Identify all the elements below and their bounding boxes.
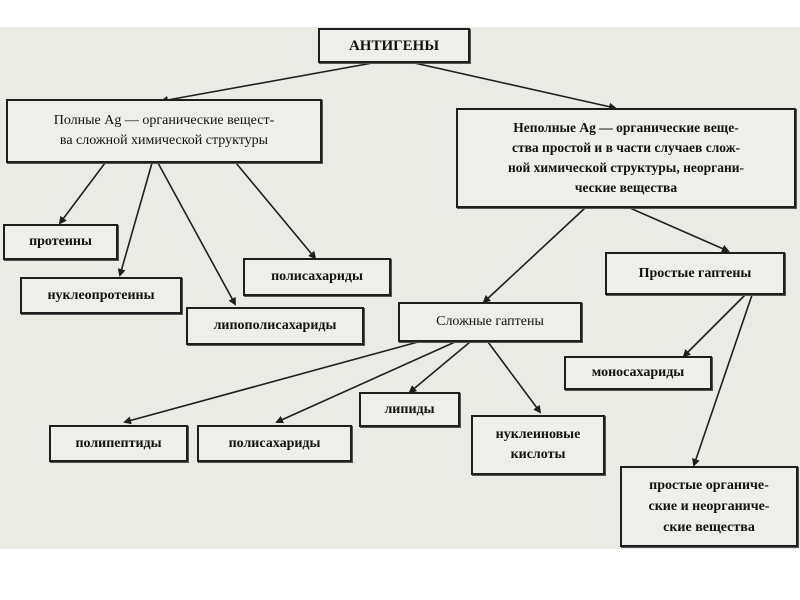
node-simple-substances: простые органиче- ские и неорганиче- ски…: [620, 466, 798, 547]
node-polysaccharides-full: полисахариды: [243, 258, 391, 296]
node-incomplete-line-3: ной химической структуры, неоргани-: [507, 160, 745, 175]
node-full-antigens: Полные Ag — органические вещест- ва слож…: [6, 99, 322, 163]
node-incomplete-line-1: Неполные Ag — органические веще-: [513, 120, 739, 135]
node-nucleoproteins: нуклеопротеины: [20, 277, 182, 314]
node-polysaccharides-full-label: полисахариды: [271, 269, 363, 284]
node-simple-substances-line-2: ские и неорганиче-: [648, 499, 770, 514]
node-lipopolysaccharides-label: липополисахариды: [213, 318, 337, 333]
node-incomplete-line-2: ства простой и в части случаев слож-: [512, 140, 740, 155]
node-incomplete-line-4: ческие вещества: [574, 180, 678, 195]
node-monosaccharides-label: моносахариды: [591, 365, 685, 380]
node-polysaccharides-complex-label: полисахариды: [228, 435, 321, 451]
node-antigens-label: АНТИГЕНЫ: [348, 37, 440, 54]
node-nucleic-acids-line-1: нуклеиновые: [495, 427, 581, 442]
node-proteins: протеины: [3, 224, 118, 260]
node-antigens: АНТИГЕНЫ: [318, 28, 470, 63]
node-polysaccharides-complex: полисахариды: [197, 425, 352, 462]
node-simple-haptens-label: Простые гаптены: [638, 265, 752, 281]
node-complex-haptens: Сложные гаптены: [398, 302, 582, 342]
node-proteins-label: протеины: [29, 234, 92, 249]
node-full-line-1: Полные Ag — органические вещест-: [53, 113, 275, 128]
node-full-line-2: ва сложной химической структуры: [59, 133, 269, 148]
node-polypeptides-label: полипептиды: [75, 435, 162, 451]
node-simple-substances-line-1: простые органиче-: [649, 478, 769, 493]
node-lipids-label: липиды: [384, 401, 435, 417]
node-polypeptides: полипептиды: [49, 425, 188, 462]
node-lipids: липиды: [359, 392, 460, 427]
node-nucleoproteins-label: нуклеопротеины: [47, 287, 155, 303]
node-nucleic-acids-line-2: кислоты: [510, 447, 566, 462]
node-complex-haptens-label: Сложные гаптены: [436, 314, 544, 329]
node-nucleic-acids: нуклеиновые кислоты: [471, 415, 605, 475]
node-simple-substances-line-3: ские вещества: [663, 520, 755, 535]
node-lipopolysaccharides: липополисахариды: [186, 307, 364, 345]
node-monosaccharides: моносахариды: [564, 356, 712, 390]
node-simple-haptens: Простые гаптены: [605, 252, 785, 295]
node-incomplete-antigens: Неполные Ag — органические веще- ства пр…: [456, 108, 796, 208]
